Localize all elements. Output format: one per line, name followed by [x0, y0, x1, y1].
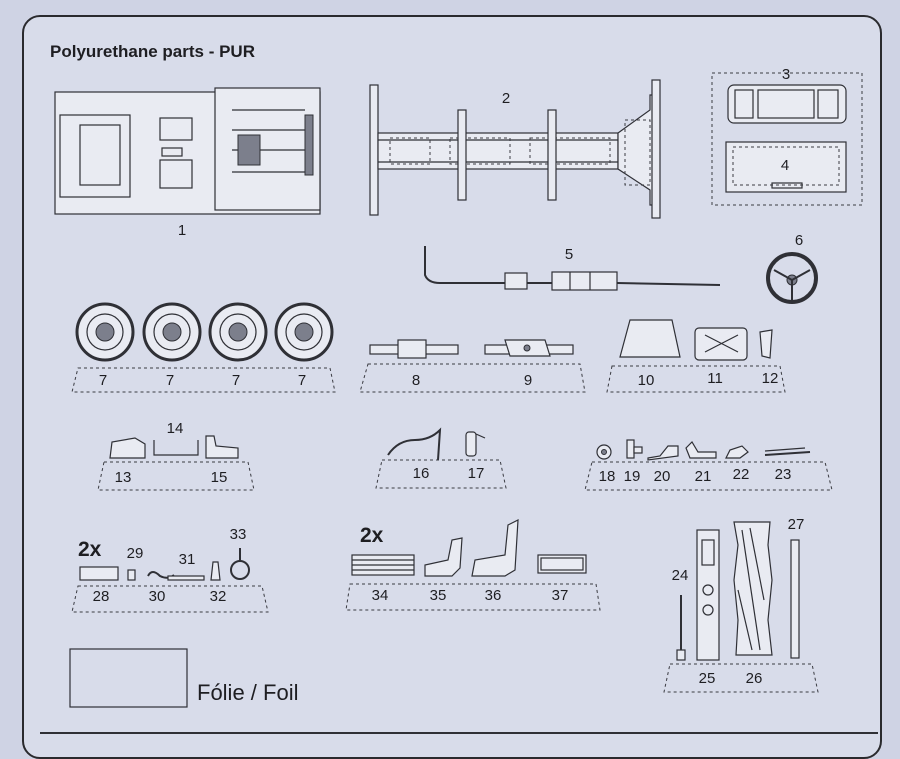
part-34-37	[345, 518, 601, 611]
part-16-17	[375, 427, 507, 489]
part-5-exhaust	[424, 246, 721, 291]
part-number-7a: 7	[98, 372, 108, 389]
part-number-22: 22	[732, 466, 750, 483]
part-28-33	[71, 548, 269, 613]
part-number-8: 8	[411, 372, 421, 389]
multiplier-label-mid: 2x	[360, 524, 384, 547]
foil-swatch	[69, 648, 188, 708]
parts-drawing	[40, 72, 878, 734]
foil-label: Fólie / Foil	[197, 680, 299, 705]
part-number-24: 24	[671, 567, 689, 584]
part-number-15: 15	[210, 469, 228, 486]
part-number-18: 18	[598, 468, 616, 485]
part-18-23	[584, 439, 833, 491]
part-number-30: 30	[148, 588, 166, 605]
part-number-2: 2	[501, 90, 511, 107]
part-number-36: 36	[484, 587, 502, 604]
part-number-4: 4	[780, 157, 790, 174]
part-number-3: 3	[781, 66, 791, 83]
part-8-9-axles	[359, 339, 586, 393]
part-6-steering-wheel	[766, 252, 818, 304]
part-number-6: 6	[794, 232, 804, 249]
part-13-15	[97, 435, 255, 491]
part-number-27: 27	[787, 516, 805, 533]
part-number-37: 37	[551, 587, 569, 604]
part-number-14: 14	[166, 420, 184, 437]
part-number-10: 10	[637, 372, 655, 389]
part-number-29: 29	[126, 545, 144, 562]
part-number-25: 25	[698, 670, 716, 687]
part-1-cab-floor	[54, 87, 321, 215]
multiplier-label-left: 2x	[78, 538, 102, 561]
part-number-28: 28	[92, 588, 110, 605]
part-number-13: 13	[114, 469, 132, 486]
part-number-7d: 7	[297, 372, 307, 389]
part-number-35: 35	[429, 587, 447, 604]
part-10-12	[606, 319, 786, 393]
part-number-5: 5	[564, 246, 574, 263]
part-number-23: 23	[774, 466, 792, 483]
part-3-4-windows	[711, 72, 863, 206]
part-number-16: 16	[412, 465, 430, 482]
part-2-chassis-frame	[369, 79, 661, 219]
part-number-9: 9	[523, 372, 533, 389]
part-number-17: 17	[467, 465, 485, 482]
part-number-1: 1	[177, 222, 187, 239]
part-number-26: 26	[745, 670, 763, 687]
part-number-33: 33	[229, 526, 247, 543]
part-number-31: 31	[178, 551, 196, 568]
part-number-7b: 7	[165, 372, 175, 389]
part-number-19: 19	[623, 468, 641, 485]
part-number-12: 12	[761, 370, 779, 387]
part-number-20: 20	[653, 468, 671, 485]
part-number-11: 11	[707, 370, 723, 387]
part-number-21: 21	[694, 468, 712, 485]
part-number-7c: 7	[231, 372, 241, 389]
part-number-32: 32	[209, 588, 227, 605]
part-24-27	[663, 521, 819, 693]
page-title: Polyurethane parts - PUR	[50, 42, 255, 61]
part-number-34: 34	[371, 587, 389, 604]
part-7-wheels	[71, 302, 336, 393]
